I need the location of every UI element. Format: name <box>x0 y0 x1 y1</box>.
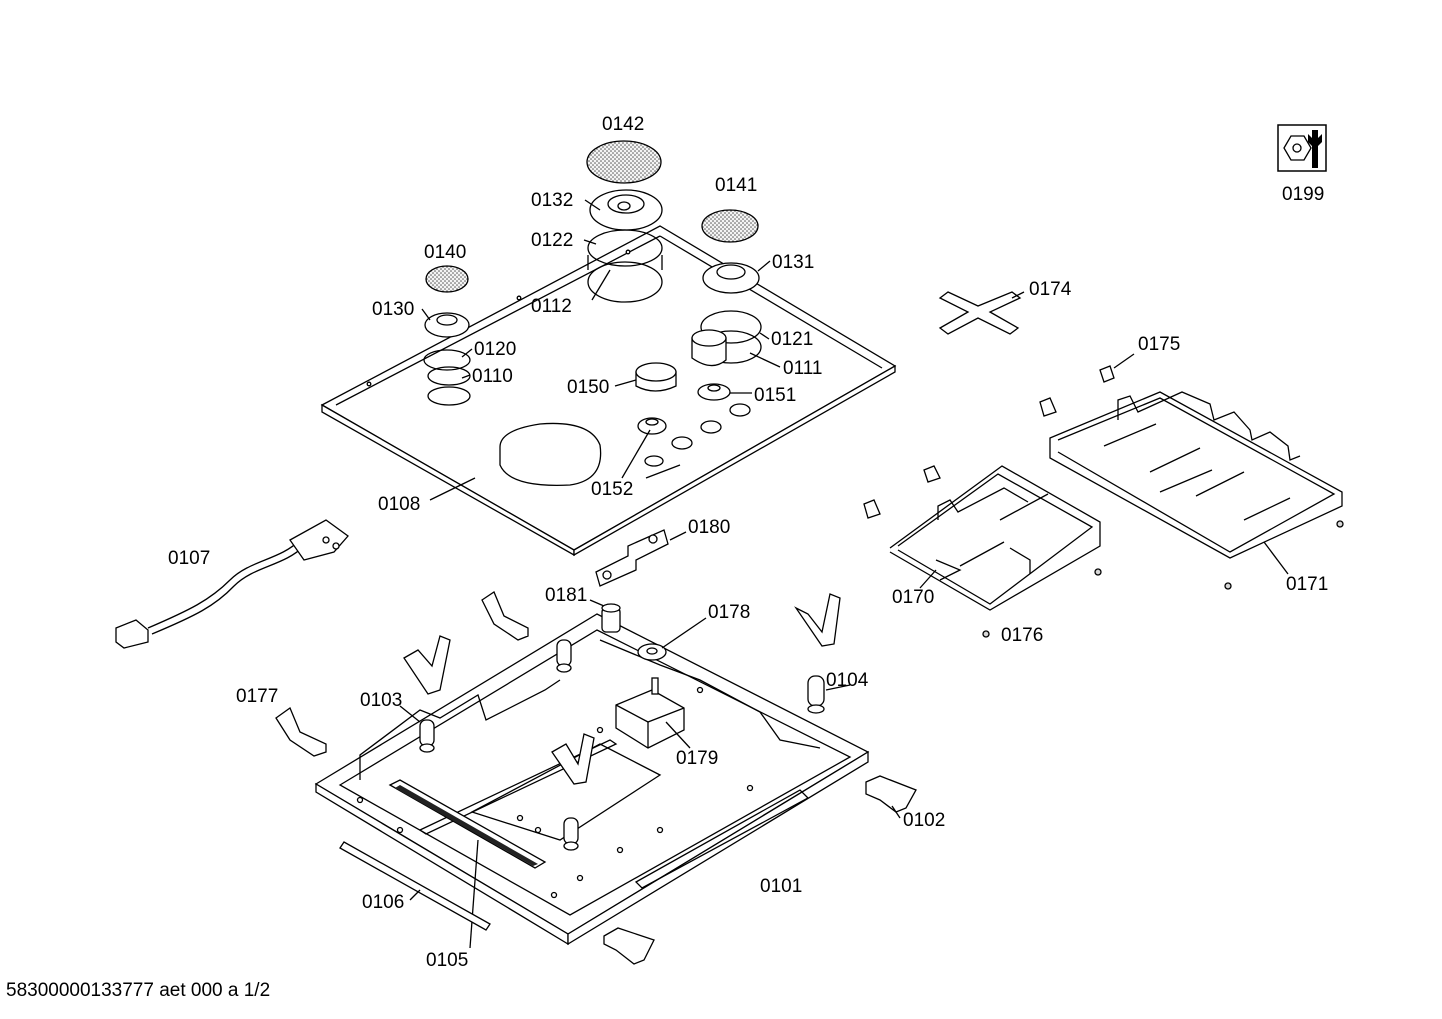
label-0111: 0111 <box>783 358 822 379</box>
label-0108: 0108 <box>378 494 420 515</box>
label-0132: 0132 <box>531 190 573 211</box>
gas-valve-0181 <box>589 599 621 633</box>
label-0174: 0174 <box>1029 279 1072 300</box>
power-cable <box>115 519 349 649</box>
bottom-tray <box>314 613 870 946</box>
label-0102: 0102 <box>903 810 945 831</box>
label-0151: 0151 <box>754 385 796 406</box>
bracket-0180 <box>595 529 687 587</box>
label-0177: 0177 <box>236 686 278 707</box>
hob-top-panel <box>320 225 897 557</box>
label-0120: 0120 <box>474 339 516 360</box>
large-burner-group <box>586 140 663 303</box>
pan-support-0174 <box>938 291 1025 335</box>
small-burner-group <box>423 265 471 406</box>
seal-0106 <box>339 841 491 931</box>
label-0104: 0104 <box>826 670 869 691</box>
small-fasteners <box>863 353 1344 638</box>
label-0141: 0141 <box>715 175 757 196</box>
wrench-nut-icon <box>1277 124 1327 172</box>
label-0171: 0171 <box>1286 574 1328 595</box>
pan-support-0170 <box>889 465 1101 611</box>
label-0107: 0107 <box>168 548 210 569</box>
leader-lines <box>421 199 781 501</box>
label-0179: 0179 <box>676 748 718 769</box>
document-footer: 58300000133777 aet 000 a 1/2 <box>6 980 271 1001</box>
burner-cap-medium <box>701 209 759 243</box>
label-0112: 0112 <box>531 296 572 317</box>
pan-support-0171 <box>1049 391 1343 575</box>
label-0101: 0101 <box>760 876 802 897</box>
stud-posts <box>399 639 851 851</box>
label-0152: 0152 <box>591 479 633 500</box>
label-0150: 0150 <box>567 377 609 398</box>
part-labels: 0142 0132 0141 0122 0131 0140 0112 0130 … <box>168 114 1328 971</box>
label-0199: 0199 <box>1282 184 1324 205</box>
burner-cap-large <box>586 140 662 184</box>
label-0176: 0176 <box>1001 625 1043 646</box>
label-0178: 0178 <box>708 602 750 623</box>
strip-0105 <box>388 779 547 949</box>
grommet-0178 <box>637 617 707 661</box>
label-0181: 0181 <box>545 585 587 606</box>
label-0105: 0105 <box>426 950 468 971</box>
burner-cap-small <box>425 265 469 293</box>
control-knob-group <box>635 362 731 435</box>
label-0121: 0121 <box>771 329 813 350</box>
label-0130: 0130 <box>372 299 414 320</box>
spring-clips <box>403 593 841 785</box>
label-0170: 0170 <box>892 587 934 608</box>
label-0180: 0180 <box>688 517 730 538</box>
mounting-brackets <box>275 591 917 965</box>
label-0110: 0110 <box>472 366 513 387</box>
burner-ring-large-lower <box>587 261 663 303</box>
label-0106: 0106 <box>362 892 404 913</box>
label-0103: 0103 <box>360 690 402 711</box>
label-0175: 0175 <box>1138 334 1180 355</box>
regulator-0179 <box>615 677 691 749</box>
label-0131: 0131 <box>772 252 814 273</box>
burner-ring-large-upper <box>587 229 663 267</box>
label-0142: 0142 <box>602 114 644 135</box>
medium-burner-group <box>691 209 762 367</box>
label-0122: 0122 <box>531 230 573 251</box>
label-0140: 0140 <box>424 242 466 263</box>
